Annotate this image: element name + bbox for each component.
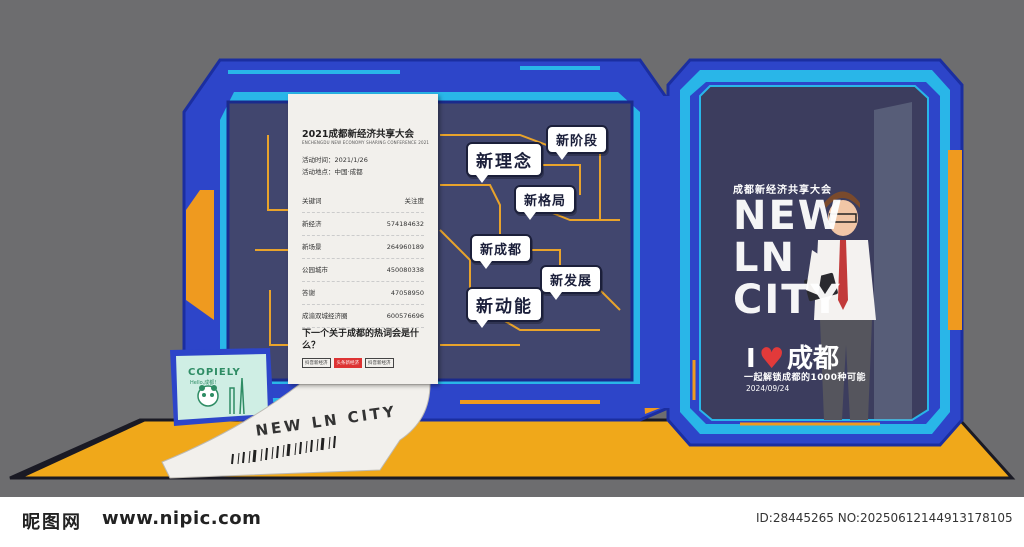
receipt-question: 下一个关于成都的热词会是什么？: [302, 329, 420, 351]
receipt: 2021成都新经济共享大会 ENCHENGDU NEW ECONOMY SHAR…: [288, 94, 438, 384]
panda-icon: [197, 385, 219, 407]
table-header: 关键词 关注度: [302, 190, 424, 213]
bubble-new-stage: 新阶段: [546, 125, 609, 160]
glasses-icon: [829, 213, 857, 223]
table-row: 答谢 47058950: [302, 282, 424, 305]
poster-big-text: NEW LN CITY: [733, 193, 844, 323]
footer-bar: [0, 497, 1024, 547]
table-row: 新经济 574184632: [302, 213, 424, 236]
panda-card: [170, 348, 274, 426]
receipt-tag: 头条新经济: [333, 358, 362, 368]
row-keyword: 新场景: [302, 243, 322, 251]
row-value: 264960189: [386, 243, 424, 251]
receipt-table: 关键词 关注度 新经济 574184632 新场景 264960189 公园城市 45…: [302, 190, 424, 328]
heart-icon: ♥: [758, 342, 785, 376]
love-city: 成都: [787, 344, 840, 374]
receipt-tag: 抖音新经济: [365, 358, 394, 368]
row-value: 450080338: [386, 266, 424, 274]
frame-connector: [640, 96, 680, 408]
bubble-new-pattern: 新格局: [514, 185, 577, 220]
bubble-new-concept: 新理念: [466, 142, 543, 183]
row-value: 47058950: [390, 289, 424, 297]
row-keyword: 成渝双城经济圈: [302, 312, 348, 320]
header-keyword: 关键词: [302, 197, 322, 205]
floor-edge: [10, 420, 148, 478]
receipt-place: 活动地点：中国·成都: [302, 168, 363, 176]
receipt-subtitle: ENCHENGDU NEW ECONOMY SHARING CONFERENCE…: [302, 140, 430, 145]
receipt-tag: 抖音新经济: [302, 358, 331, 368]
bubble-new-development: 新发展: [540, 265, 603, 300]
row-value: 600576696: [386, 312, 424, 320]
receipt-tags: 抖音新经济 头条新经济 抖音新经济: [302, 358, 394, 368]
poster-title: 成都新经济共享大会: [733, 185, 832, 196]
header-attention: 关注度: [404, 197, 425, 205]
receipt-title: 2021成都新经济共享大会: [302, 129, 414, 140]
bubble-new-momentum: 新动能: [466, 287, 543, 328]
photo-id: ID:28445265 NO:20250612144913178105: [756, 511, 1013, 525]
love-chengdu: I♥成都: [746, 338, 840, 376]
bubble-new-chengdu: 新成都: [470, 234, 533, 269]
row-keyword: 答谢: [302, 289, 315, 297]
table-row: 成渝双城经济圈 600576696: [302, 305, 424, 328]
poster-date: 2024/09/24: [746, 384, 790, 393]
row-keyword: 新经济: [302, 220, 322, 228]
row-value: 574184632: [386, 220, 424, 228]
site-url[interactable]: www.nipic.com: [102, 508, 262, 529]
poster-sub: 一起解锁成都的1000种可能: [744, 373, 867, 383]
businessman-figure: [804, 191, 876, 420]
row-keyword: 公园城市: [302, 266, 328, 274]
panda-card-sub: Hello,成都!: [190, 380, 217, 386]
site-logo[interactable]: 昵图网: [22, 512, 82, 533]
panda-card-text: COPIELY: [188, 367, 241, 378]
receipt-time: 活动时间：2021/1/26: [302, 156, 368, 164]
table-row: 新场景 264960189: [302, 236, 424, 259]
table-row: 公园城市 450080338: [302, 259, 424, 282]
love-i: I: [746, 344, 756, 374]
